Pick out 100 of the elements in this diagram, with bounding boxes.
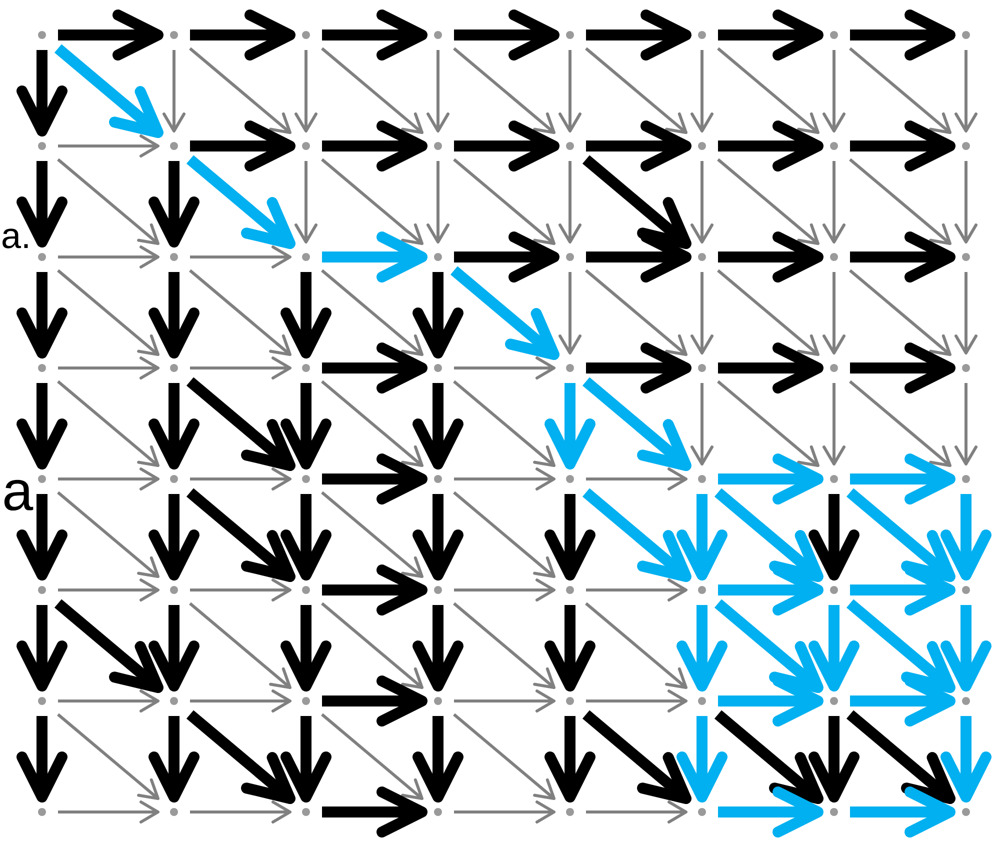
- arrow: [280, 605, 332, 692]
- arrow: [190, 356, 292, 380]
- arrow: [454, 578, 556, 602]
- arrow: [714, 599, 824, 694]
- arrow: [850, 454, 956, 504]
- arrow: [321, 602, 424, 690]
- arrow: [954, 161, 978, 244]
- arrow: [321, 380, 424, 468]
- arrow: [280, 272, 332, 358]
- arrow: [453, 602, 556, 690]
- grid-point: [38, 697, 46, 705]
- arrow: [690, 161, 714, 244]
- arrow: [954, 383, 978, 466]
- arrow: [322, 454, 428, 504]
- arrow: [714, 488, 824, 582]
- grid-point: [830, 31, 838, 39]
- arrow: [148, 383, 200, 470]
- arrow: [322, 786, 428, 838]
- arrow: [321, 158, 424, 246]
- arrow: [190, 10, 296, 60]
- grid-point: [434, 808, 442, 816]
- grid-point: [170, 475, 178, 483]
- grid-point: [830, 142, 838, 150]
- arrow: [58, 10, 164, 60]
- arrow: [57, 158, 160, 246]
- grid-point: [302, 697, 310, 705]
- arrow: [849, 269, 952, 356]
- arrow: [676, 494, 728, 580]
- arrow: [558, 161, 582, 244]
- arrow: [690, 272, 714, 354]
- arrow: [321, 491, 424, 578]
- arrow: [954, 50, 978, 132]
- arrow: [849, 47, 952, 134]
- arrow: [558, 50, 582, 132]
- arrow: [453, 158, 556, 246]
- grid-point: [302, 475, 310, 483]
- grid-point: [38, 475, 46, 483]
- grid-point: [434, 586, 442, 594]
- arrow: [544, 716, 596, 802]
- grid-point: [566, 253, 574, 261]
- grid-point: [566, 364, 574, 372]
- arrow: [412, 605, 464, 692]
- grid-point: [830, 253, 838, 261]
- arrow: [450, 266, 560, 360]
- arrow: [586, 578, 688, 602]
- grid-point: [38, 586, 46, 594]
- arrow: [558, 272, 582, 354]
- arrow: [412, 383, 464, 470]
- grid-point: [302, 31, 310, 39]
- arrow: [586, 690, 688, 712]
- arrow: [718, 10, 824, 60]
- arrow: [16, 494, 68, 580]
- arrow: [846, 488, 956, 582]
- grid-point: [698, 475, 706, 483]
- arrow: [57, 713, 160, 800]
- arrow: [808, 605, 860, 692]
- grid-point: [170, 808, 178, 816]
- arrow: [57, 269, 160, 356]
- arrow: [16, 272, 68, 358]
- arrow: [148, 716, 200, 802]
- arrow: [16, 50, 68, 136]
- arrow: [586, 10, 692, 60]
- arrow: [808, 716, 860, 802]
- grid-point: [566, 475, 574, 483]
- arrow: [148, 605, 200, 692]
- arrow: [453, 380, 556, 468]
- arrow: [850, 10, 956, 60]
- grid-point: [302, 586, 310, 594]
- arrow: [586, 342, 692, 394]
- arrow: [190, 578, 292, 602]
- grid-point: [434, 253, 442, 261]
- grid-point: [38, 253, 46, 261]
- arrow: [714, 710, 824, 804]
- arrow: [186, 155, 296, 250]
- arrow: [582, 377, 692, 472]
- arrow: [280, 383, 332, 470]
- arrow: [280, 494, 332, 580]
- arrow: [58, 800, 160, 824]
- arrow: [322, 342, 428, 394]
- arrow: [822, 272, 846, 354]
- grid-point: [434, 475, 442, 483]
- arrow: [582, 710, 692, 804]
- arrow: [940, 716, 992, 802]
- grid-point: [830, 475, 838, 483]
- arrow: [186, 488, 296, 582]
- grid-point: [170, 31, 178, 39]
- arrow: [189, 47, 292, 134]
- grid-point: [698, 31, 706, 39]
- arrow: [190, 468, 292, 490]
- arrow: [54, 44, 164, 138]
- grid-point: [830, 586, 838, 594]
- arrow: [190, 120, 296, 172]
- grid-point: [962, 253, 970, 261]
- arrow: [322, 10, 428, 60]
- arrow: [718, 342, 824, 394]
- arrow: [189, 602, 292, 690]
- arrow: [322, 232, 428, 282]
- arrow: [321, 713, 424, 800]
- arrow: [849, 158, 952, 246]
- grid-point: [698, 142, 706, 150]
